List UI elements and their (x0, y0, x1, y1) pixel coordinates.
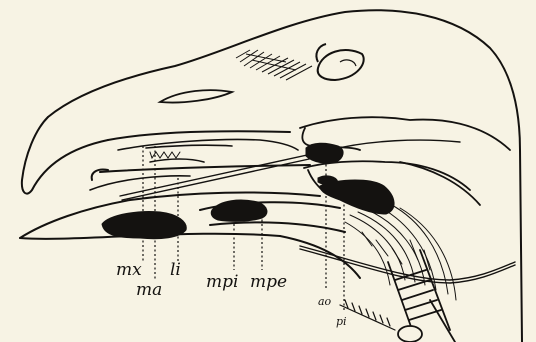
muscle-ao-upper (306, 143, 343, 163)
label-pi: pi (336, 316, 347, 327)
label-mpe: mpe (250, 274, 287, 291)
label-mx: mx (116, 262, 142, 279)
label-ma: ma (136, 282, 162, 299)
label-mpi: mpi (206, 274, 238, 291)
label-li: li (170, 262, 181, 279)
label-ao: ao (318, 296, 331, 307)
